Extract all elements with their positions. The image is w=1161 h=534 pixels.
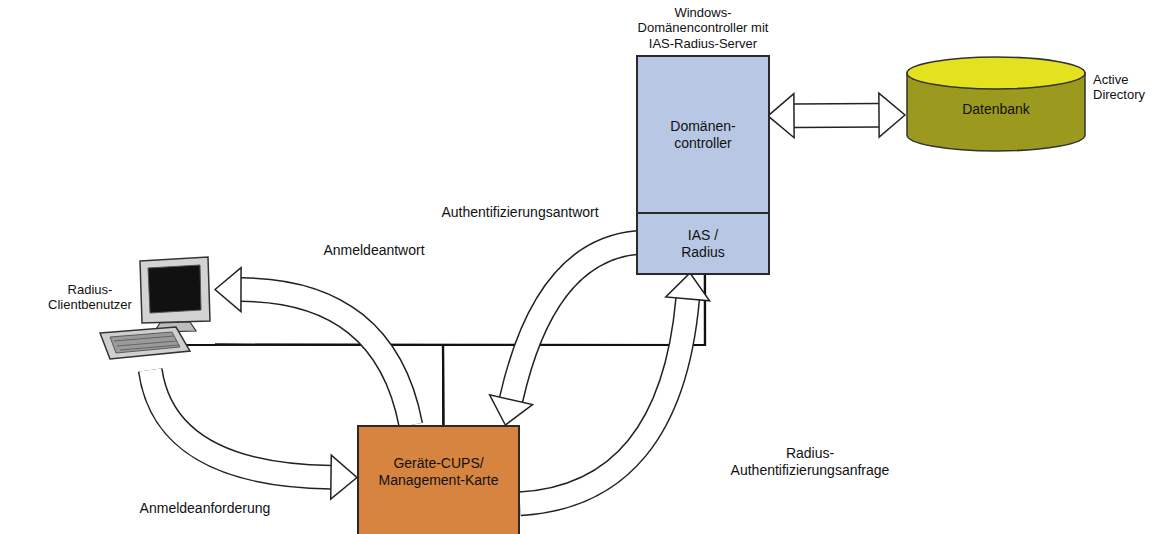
node-caption: Radius- Clientbenutzer <box>40 282 140 313</box>
block-arrow <box>490 243 638 426</box>
block-arrow <box>215 268 411 425</box>
client-computer: Radius- Clientbenutzer <box>40 255 215 370</box>
database-node: Active DirectoryDatenbank <box>905 55 1158 155</box>
domain-controller-box: Domänen- controller <box>638 57 768 212</box>
box-label: Domänen- controller <box>657 118 749 151</box>
box-label: IAS / Radius <box>675 227 731 260</box>
ias-radius-box: IAS / Radius <box>638 212 768 273</box>
arrow-label: Anmeldeanforderung <box>126 499 284 518</box>
cups-card-box: Geräte-CUPS/ Management-Karte <box>357 425 520 534</box>
arrow-label: Authentifizierungsantwort <box>422 203 618 222</box>
server-box: Windows- Domänencontroller mit IAS-Radiu… <box>636 55 770 275</box>
node-heading: Windows- Domänencontroller mit IAS-Radiu… <box>626 5 780 51</box>
node-caption: Active Directory <box>1093 72 1155 103</box>
arrow-label: Radius- Authentifizierungsanfrage <box>712 444 908 480</box>
box-label: Geräte-CUPS/ Management-Karte <box>369 455 509 488</box>
block-arrow <box>150 370 357 499</box>
block-arrow <box>768 93 905 138</box>
arrow-label: Anmeldeantwort <box>310 241 438 260</box>
computer-illustration <box>40 255 215 370</box>
box-label: Datenbank <box>905 101 1087 118</box>
